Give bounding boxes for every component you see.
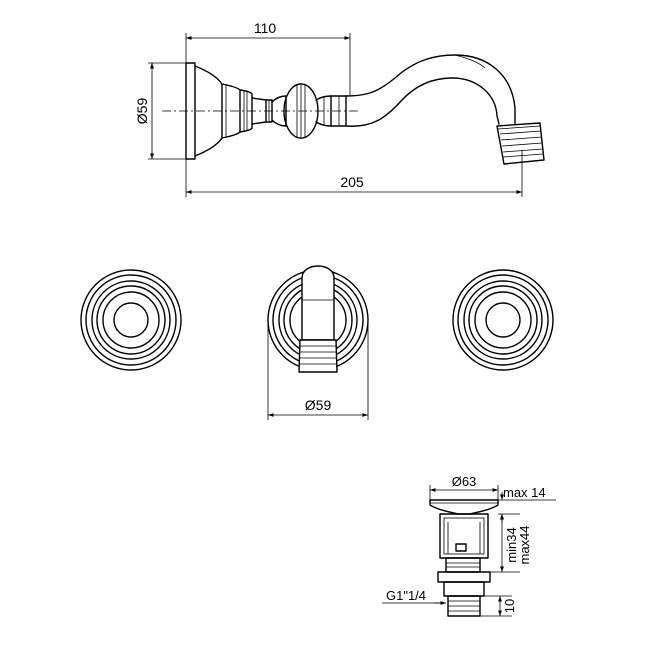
dimension-label-10: 10: [502, 599, 517, 613]
dimension-label-max-14: max 14: [503, 485, 546, 500]
dimension-label-110: 110: [254, 20, 277, 36]
spout-pipe: [345, 54, 516, 127]
knob-ball: [265, 83, 347, 139]
drain-waste: Ø63 max 14 min34 max44 G1"1/4 10: [382, 474, 556, 617]
dimension-label-diameter-59: Ø59: [134, 98, 150, 125]
dimension-label-diameter-63: Ø63: [452, 474, 477, 489]
spout-front-view: Ø59: [267, 265, 369, 420]
dimension-label-diameter-59-front: Ø59: [305, 397, 332, 413]
dimension-label-205: 205: [340, 174, 364, 190]
left-handle-rosette: [80, 269, 182, 371]
dimension-label-thread: G1"1/4: [386, 588, 426, 603]
spout-side-view: 110 205 Ø59: [134, 20, 545, 197]
wall-flange: [185, 62, 267, 160]
dimension-label-max44: max44: [517, 525, 532, 564]
aerator: [496, 122, 545, 165]
dimension-label-min34: min34: [504, 527, 519, 562]
right-handle-rosette: [452, 269, 554, 371]
